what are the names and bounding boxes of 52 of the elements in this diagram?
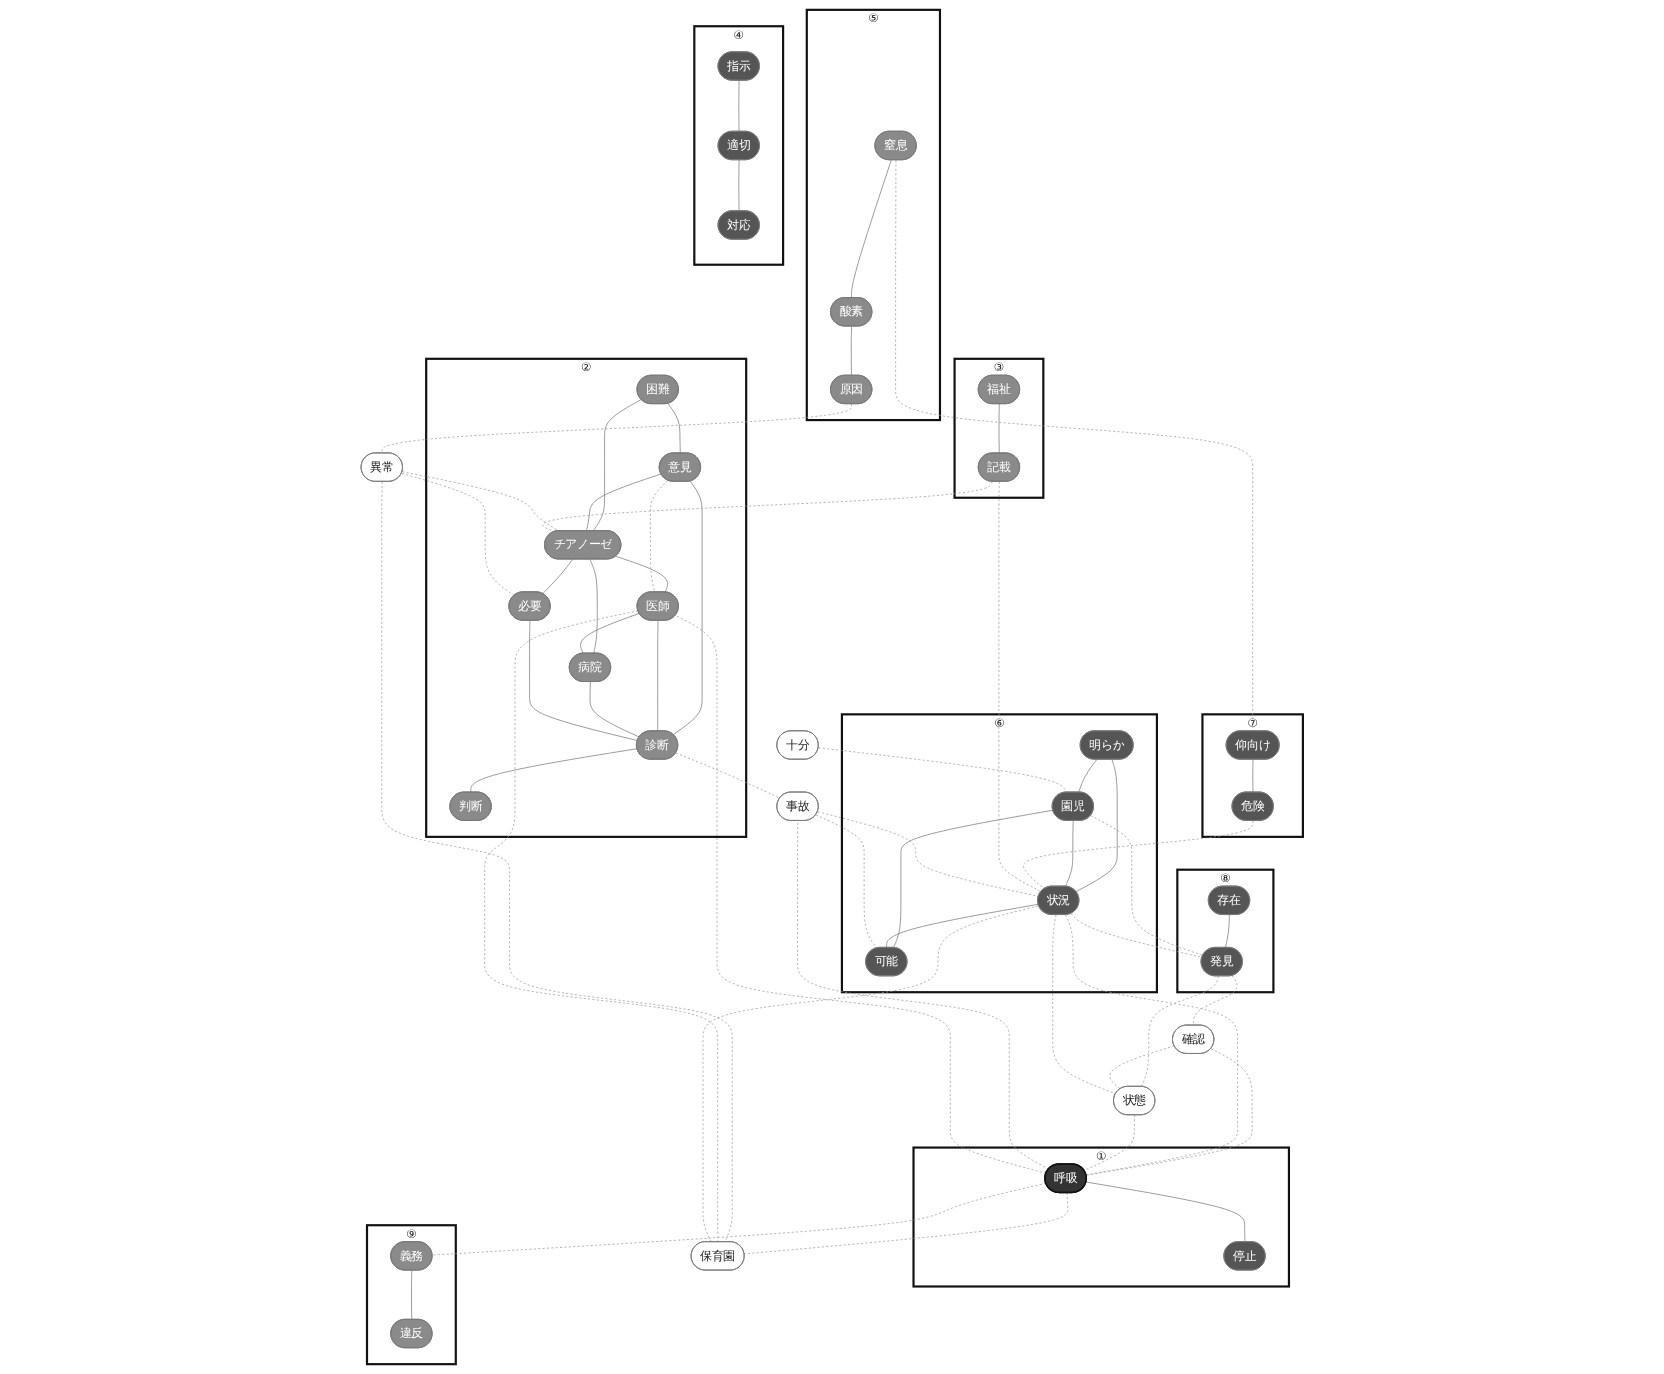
connector <box>592 399 642 532</box>
connector <box>470 748 638 793</box>
connector <box>589 681 640 738</box>
connector <box>1083 1114 1135 1171</box>
connector <box>850 326 852 376</box>
connector <box>1065 820 1074 887</box>
connector <box>672 480 703 735</box>
connector <box>1070 913 1203 958</box>
connector <box>815 814 878 949</box>
connector <box>529 620 638 741</box>
connector <box>1023 820 1254 890</box>
connector <box>1085 1181 1246 1243</box>
connector <box>650 480 669 593</box>
connector <box>797 820 1050 1170</box>
connector <box>411 1270 413 1321</box>
connector <box>818 747 1067 793</box>
connector <box>542 481 993 533</box>
connector <box>586 473 662 532</box>
connector <box>738 159 740 212</box>
connector <box>589 559 598 654</box>
connector <box>1085 1048 1253 1176</box>
connector <box>1140 975 1219 1088</box>
connector <box>738 80 740 132</box>
connector <box>1052 914 1117 1095</box>
connector <box>381 403 852 454</box>
connector <box>1252 759 1254 793</box>
connector <box>851 159 892 299</box>
connector <box>381 481 733 1243</box>
connector <box>1109 1045 1175 1090</box>
connector <box>1225 914 1230 949</box>
connector <box>484 610 719 1243</box>
connector <box>998 481 1042 893</box>
connector <box>702 905 1040 1243</box>
connector <box>667 403 681 454</box>
connector <box>401 471 560 532</box>
connector <box>886 903 1039 949</box>
connector <box>580 613 640 654</box>
connector <box>432 1182 1047 1256</box>
connector <box>817 811 1039 897</box>
connector <box>675 615 1047 1174</box>
connector <box>657 620 659 732</box>
connector <box>401 472 515 596</box>
connector <box>1078 759 1098 793</box>
connector <box>1193 975 1238 1026</box>
connector <box>1075 759 1118 892</box>
connector <box>743 1192 1069 1255</box>
connector <box>542 559 574 595</box>
connector <box>675 752 781 799</box>
connector <box>615 555 668 593</box>
connector <box>998 403 1000 454</box>
connector <box>893 809 1054 949</box>
connector <box>1065 914 1238 1176</box>
